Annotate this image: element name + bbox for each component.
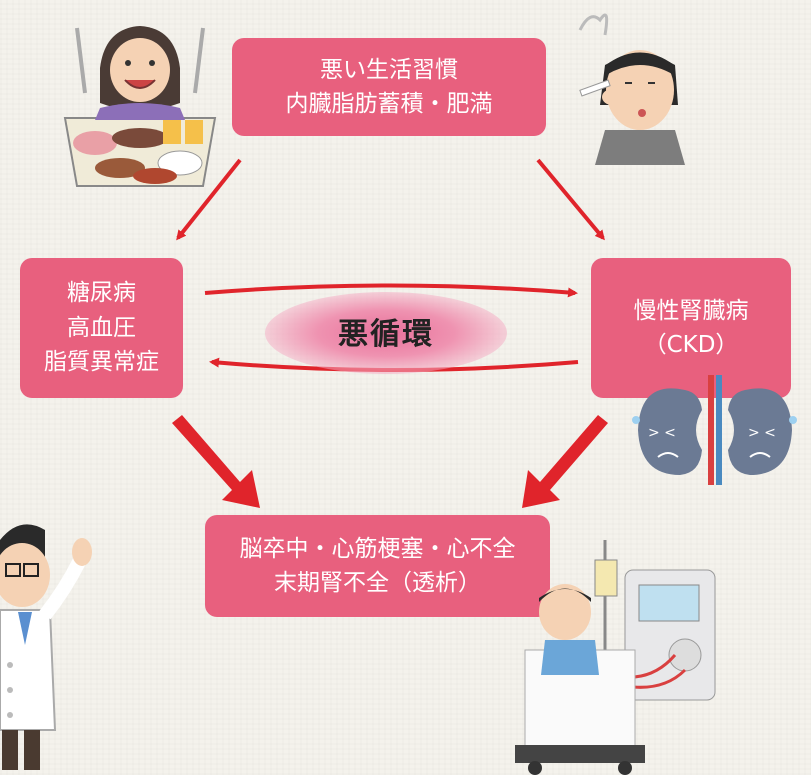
arrow-top-to-right	[536, 158, 605, 241]
outcomes-line2: 末期腎不全（透析）	[274, 570, 481, 596]
sad-kidneys-icon: > < > <	[632, 375, 797, 485]
vicious-cycle-label: 悪循環	[338, 317, 434, 352]
outcomes-box: 脳卒中・心筋梗塞・心不全 末期腎不全（透析）	[205, 515, 550, 617]
outcomes-line1: 脳卒中・心筋梗塞・心不全	[239, 535, 516, 562]
lifestyle-diseases-box: 糖尿病 高血圧 脂質異常症	[20, 258, 183, 398]
hypertension-label: 高血圧	[67, 314, 136, 341]
doctor-icon	[0, 524, 92, 770]
vicious-cycle-glow	[265, 292, 507, 374]
ckd-box: 慢性腎臓病 （CKD）	[591, 258, 791, 398]
bad-lifestyle-line2: 内臓脂肪蓄積・肥満	[285, 91, 493, 117]
smoking-man-icon	[578, 13, 685, 165]
bad-lifestyle-box: 悪い生活習慣 内臓脂肪蓄積・肥満	[232, 38, 546, 136]
dialysis-patient-icon	[515, 540, 716, 775]
svg-text:> <: > <	[648, 425, 676, 441]
diabetes-label: 糖尿病	[67, 280, 136, 307]
arrow-left-to-bottom	[172, 415, 260, 508]
arrow-top-to-left	[176, 158, 242, 241]
bad-lifestyle-line1: 悪い生活習慣	[320, 56, 458, 83]
eating-person-icon	[63, 26, 217, 187]
ckd-label: 慢性腎臓病	[633, 297, 749, 324]
arrow-left-to-right	[204, 283, 578, 298]
dyslipidemia-label: 脂質異常症	[44, 349, 159, 376]
arrow-right-to-bottom	[522, 415, 608, 508]
svg-text:> <: > <	[748, 425, 776, 441]
ckd-abbrev: （CKD）	[643, 332, 739, 358]
